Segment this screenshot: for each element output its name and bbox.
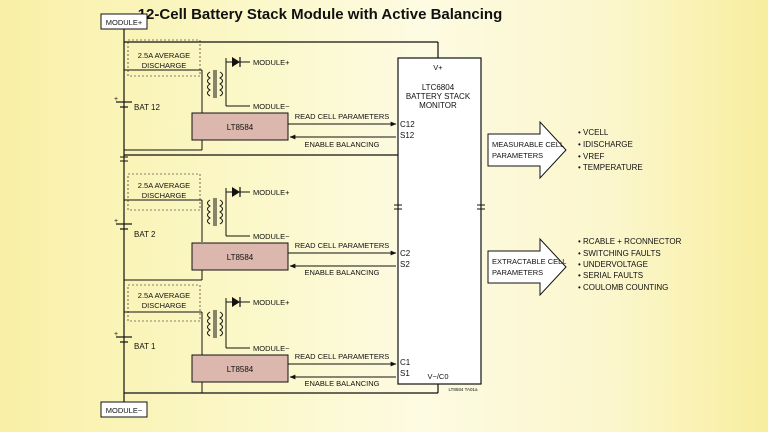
extractable-label: EXTRACTABLE CELL xyxy=(492,257,566,266)
battery-plus: + xyxy=(114,218,118,225)
enable-label: ENABLE BALANCING xyxy=(304,140,379,149)
cell-group-1: 2.5A AVERAGE DISCHARGE + BAT 1 MODULE+ M… xyxy=(114,284,411,393)
battery-symbol xyxy=(116,101,132,108)
cell-module-minus: MODULE− xyxy=(253,102,290,111)
chip-label: LT8584 xyxy=(227,123,254,132)
module-minus-label: MODULE− xyxy=(106,406,143,415)
bat-label: BAT 2 xyxy=(134,230,156,239)
bat-label: BAT 1 xyxy=(134,342,156,351)
ltc6804-monitor xyxy=(397,57,482,385)
diode-icon xyxy=(232,187,241,197)
cell-module-minus: MODULE− xyxy=(253,344,290,353)
monitor-name-1: LTC6804 xyxy=(422,83,455,92)
diode-icon xyxy=(232,297,241,307)
diagram-title: 12-Cell Battery Stack Module with Active… xyxy=(138,6,503,23)
s-pin: S2 xyxy=(400,260,410,269)
s-pin: S12 xyxy=(400,131,415,140)
discharge-label: 2.5A AVERAGE xyxy=(138,181,190,190)
lt8584-chip xyxy=(191,354,289,383)
lt8584-chip xyxy=(191,112,289,141)
stack-break-marks xyxy=(120,156,128,162)
extractable-item: • RCABLE + RCONNECTOR xyxy=(578,237,682,246)
measurable-item: • VCELL xyxy=(578,128,609,137)
measurable-list: • VCELL • IDISCHARGE • VREF • TEMPERATUR… xyxy=(578,128,643,172)
discharge-label: DISCHARGE xyxy=(142,191,187,200)
measurable-item: • IDISCHARGE xyxy=(578,140,633,149)
extractable-item: • SERIAL FAULTS xyxy=(578,271,643,280)
chip-label: LT8584 xyxy=(227,253,254,262)
monitor-break-marks xyxy=(394,204,485,210)
battery-symbol xyxy=(116,223,132,230)
extractable-item: • COULOMB COUNTING xyxy=(578,283,668,292)
extractable-arrow: EXTRACTABLE CELL PARAMETERS xyxy=(487,237,567,297)
cell-group-12: 2.5A AVERAGE DISCHARGE + BAT 12 xyxy=(114,39,415,151)
part-number: LT8584 TA01a xyxy=(448,387,478,392)
measurable-label: PARAMETERS xyxy=(492,151,543,160)
diode-icon xyxy=(232,57,241,67)
cell-module-minus: MODULE− xyxy=(253,232,290,241)
discharge-label: DISCHARGE xyxy=(142,61,187,70)
module-plus-label: MODULE+ xyxy=(106,18,143,27)
measurable-item: • VREF xyxy=(578,152,604,161)
monitor-name-3: MONITOR xyxy=(419,101,457,110)
transformer-icon xyxy=(207,310,223,338)
c-pin: C2 xyxy=(400,249,411,258)
discharge-label: 2.5A AVERAGE xyxy=(138,291,190,300)
stack-wiring xyxy=(123,29,439,402)
cell-group-2: 2.5A AVERAGE DISCHARGE + BAT 2 MODULE+ xyxy=(114,173,411,281)
monitor-name-2: BATTERY STACK xyxy=(406,92,471,101)
cell-module-plus: MODULE+ xyxy=(253,58,290,67)
enable-label: ENABLE BALANCING xyxy=(304,379,379,388)
read-label: READ CELL PARAMETERS xyxy=(295,241,390,250)
measurable-item: • TEMPERATURE xyxy=(578,163,643,172)
cell-module-plus: MODULE+ xyxy=(253,298,290,307)
transformer-icon xyxy=(207,70,223,98)
extractable-label: PARAMETERS xyxy=(492,268,543,277)
measurable-label: MEASURABLE CELL xyxy=(492,140,564,149)
discharge-label: 2.5A AVERAGE xyxy=(138,51,190,60)
read-label: READ CELL PARAMETERS xyxy=(295,352,390,361)
extractable-item: • UNDERVOLTAGE xyxy=(578,260,648,269)
battery-plus: + xyxy=(114,96,118,103)
read-label: READ CELL PARAMETERS xyxy=(295,112,390,121)
battery-symbol xyxy=(116,336,132,343)
monitor-vplus: V+ xyxy=(433,63,443,72)
s-pin: S1 xyxy=(400,369,410,378)
c-pin: C1 xyxy=(400,358,411,367)
bat-label: BAT 12 xyxy=(134,103,160,112)
measurable-arrow: MEASURABLE CELL PARAMETERS xyxy=(487,120,567,180)
lt8584-chip xyxy=(191,242,289,271)
discharge-label: DISCHARGE xyxy=(142,301,187,310)
extractable-item: • SWITCHING FAULTS xyxy=(578,249,661,258)
enable-label: ENABLE BALANCING xyxy=(304,268,379,277)
battery-plus: + xyxy=(114,331,118,338)
cell-module-plus: MODULE+ xyxy=(253,188,290,197)
extractable-list: • RCABLE + RCONNECTOR • SWITCHING FAULTS… xyxy=(578,237,682,292)
transformer-icon xyxy=(207,198,223,226)
monitor-vminus: V−/C0 xyxy=(427,372,448,381)
c-pin: C12 xyxy=(400,120,415,129)
chip-label: LT8584 xyxy=(227,365,254,374)
